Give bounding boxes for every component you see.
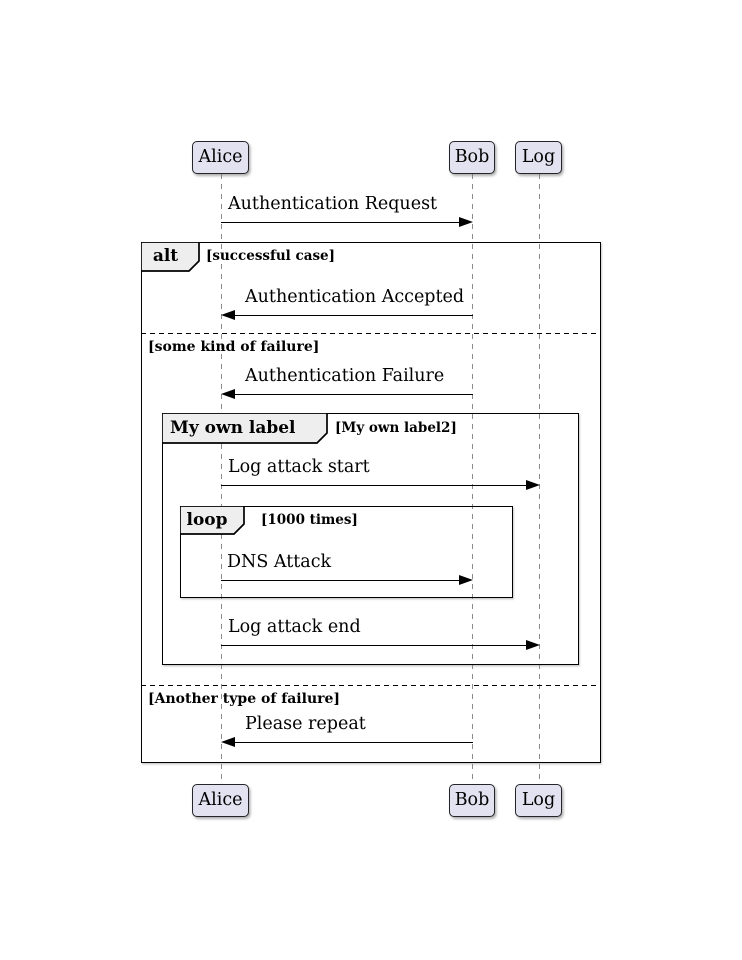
arrowhead-right-icon (526, 480, 540, 490)
message-line (221, 644, 527, 646)
arrowhead-left-icon (221, 310, 235, 320)
message-line (234, 314, 473, 316)
message-authentication-request: Authentication Request (228, 194, 438, 214)
message-line (221, 221, 460, 223)
frame-loop (180, 506, 513, 598)
message-please-repeat: Please repeat (245, 714, 366, 734)
frame-group-my-own-label (162, 413, 579, 665)
frame-loop-operator: loop (186, 510, 228, 530)
divider-label-2: [Another type of failure] (148, 691, 341, 707)
message-line (234, 741, 473, 743)
divider-line-2 (141, 685, 599, 687)
divider-label-1: [some kind of failure] (148, 339, 320, 355)
participant-log-top: Log (515, 141, 562, 174)
message-log-attack-start: Log attack start (228, 457, 370, 477)
frame-alt-guard: [successful case] (206, 248, 336, 264)
participant-log-bottom: Log (515, 784, 562, 817)
lifeline-bob (472, 174, 474, 784)
message-line (221, 484, 527, 486)
frame-alt-operator: alt (152, 246, 179, 266)
message-authentication-accepted: Authentication Accepted (245, 287, 465, 307)
lifeline-log (539, 174, 541, 784)
arrowhead-right-icon (526, 640, 540, 650)
participant-alice-top: Alice (192, 141, 249, 174)
arrowhead-left-icon (221, 389, 235, 399)
frame-loop-guard: [1000 times] (261, 512, 358, 528)
participant-alice-bottom: Alice (192, 784, 249, 817)
divider-line-1 (141, 333, 599, 335)
message-line (234, 393, 473, 395)
frame-alt (141, 242, 601, 763)
frame-loop-header-pentagon (180, 506, 245, 535)
message-line (221, 579, 460, 581)
lifeline-alice (220, 174, 222, 784)
message-authentication-failure: Authentication Failure (245, 366, 445, 386)
frame-group-operator: My own label (170, 418, 296, 438)
message-log-attack-end: Log attack end (228, 617, 361, 637)
frame-group-header-pentagon (162, 413, 328, 444)
arrowhead-left-icon (221, 737, 235, 747)
frame-alt-header-pentagon (141, 242, 200, 272)
message-dns-attack: DNS Attack (227, 552, 332, 572)
arrowhead-right-icon (459, 217, 473, 227)
participant-bob-bottom: Bob (449, 784, 495, 817)
arrowhead-right-icon (459, 575, 473, 585)
participant-bob-top: Bob (449, 141, 495, 174)
frame-group-guard: [My own label2] (335, 420, 457, 436)
